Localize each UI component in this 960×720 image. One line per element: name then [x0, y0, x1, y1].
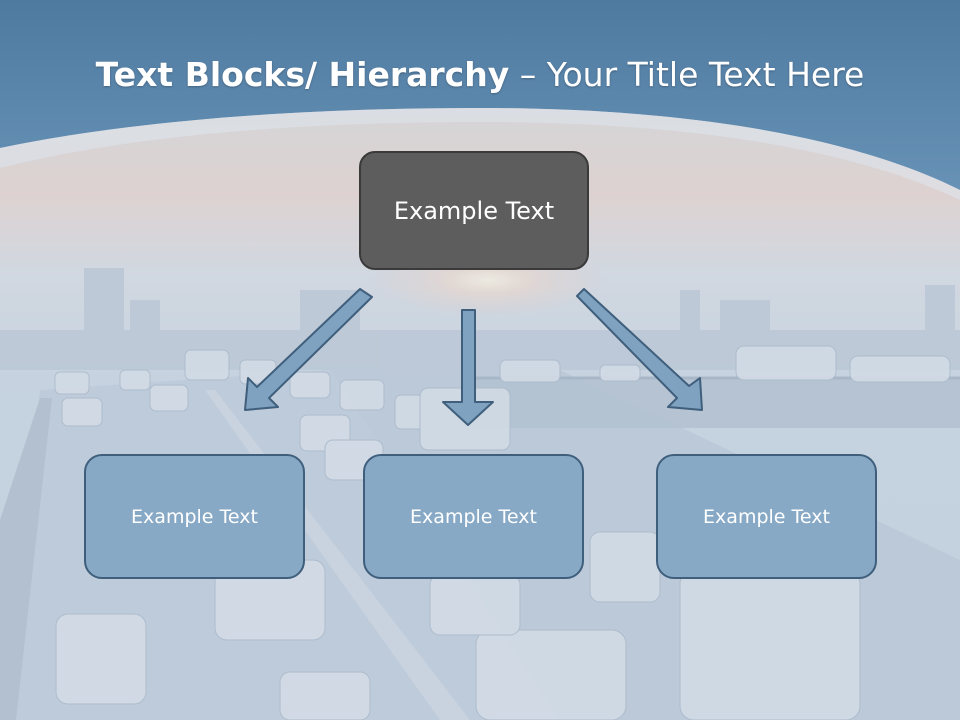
child-block-center[interactable]: Example Text — [363, 454, 584, 579]
header-band — [0, 0, 960, 190]
slide-title-rest: – Your Title Text Here — [509, 55, 865, 94]
traffic-cars — [54, 345, 951, 720]
top-level-block-text: Example Text — [393, 196, 555, 225]
top-level-block[interactable]: Example Text — [359, 151, 589, 270]
arrow-to-left-box — [244, 288, 373, 411]
child-block-left[interactable]: Example Text — [84, 454, 305, 579]
child-block-right[interactable]: Example Text — [656, 454, 877, 579]
header-band-highlight — [0, 108, 960, 200]
child-block-center-text: Example Text — [410, 505, 537, 528]
child-block-right-text: Example Text — [703, 505, 830, 528]
child-block-left-text: Example Text — [131, 505, 258, 528]
arrow-to-right-box — [576, 288, 703, 411]
slide-title: Text Blocks/ Hierarchy – Your Title Text… — [0, 52, 960, 98]
arrow-to-center-box — [442, 309, 494, 426]
skyline — [0, 268, 960, 370]
slide-title-bold: Text Blocks/ Hierarchy — [95, 55, 510, 94]
